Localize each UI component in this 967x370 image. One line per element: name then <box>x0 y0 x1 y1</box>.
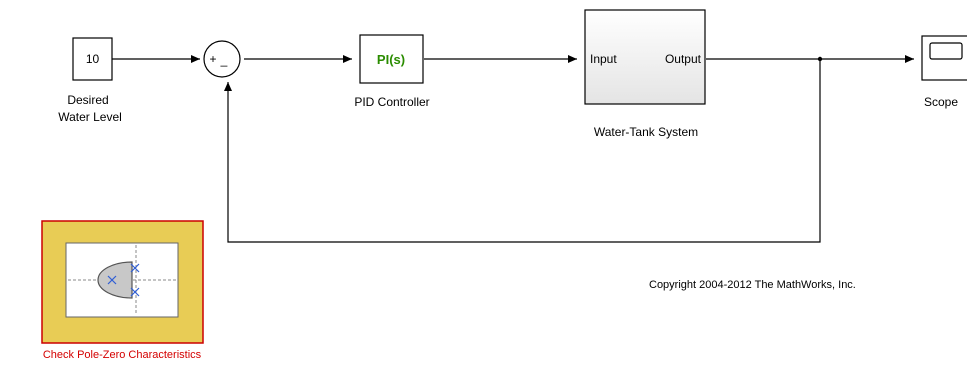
pid-block-text: PI(s) <box>377 52 405 67</box>
pole-markers <box>107 263 140 297</box>
constant-label-line1: Desired <box>67 93 108 107</box>
scope-block[interactable] <box>921 35 967 81</box>
sum-plus-sign: + <box>209 52 216 66</box>
constant-block[interactable]: 10 <box>72 37 113 81</box>
constant-label-line2: Water Level <box>58 110 122 124</box>
sum-block[interactable]: + _ <box>203 40 241 78</box>
plant-output-port: Output <box>665 52 702 66</box>
pid-controller-block[interactable]: PI(s) <box>359 34 424 84</box>
sum-minus-sign: _ <box>220 53 228 67</box>
pole-zero-label: Check Pole-Zero Characteristics <box>43 349 202 361</box>
constant-value: 10 <box>86 52 100 66</box>
pid-label: PID Controller <box>354 95 429 109</box>
scope-screen-icon <box>929 42 963 60</box>
scope-label: Scope <box>924 95 958 109</box>
water-tank-block[interactable]: Input Output <box>584 9 706 105</box>
plant-input-port: Input <box>590 52 617 66</box>
signal-feedback[interactable] <box>224 59 821 243</box>
plant-label: Water-Tank System <box>594 125 698 139</box>
copyright-text: Copyright 2004-2012 The MathWorks, Inc. <box>649 279 856 291</box>
stability-region-shape <box>97 261 133 299</box>
pole-zero-check-block[interactable] <box>41 220 204 344</box>
